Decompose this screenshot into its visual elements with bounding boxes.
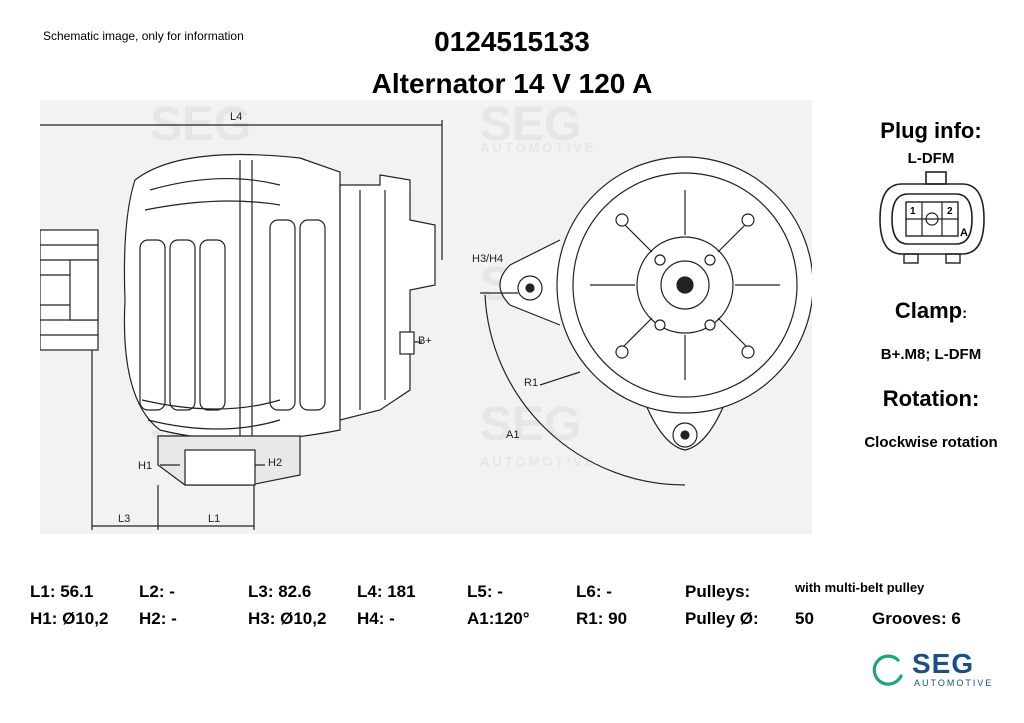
alternator-drawing: SEG SEG SEG SEG SEG AUTOMOTIVE AUTOMOTIV… [40,100,812,534]
logo-subtext: AUTOMOTIVE [914,678,994,688]
logo-text: SEG [912,648,975,679]
disclaimer-note: Schematic image, only for information [43,29,244,43]
label-bplus: B+ [418,335,432,347]
spec-pulleys-value: with multi-belt pulley [795,580,925,595]
label-l3: L3 [118,513,130,525]
spec-l3: L3: 82.6 [248,582,312,601]
label-h2: H2 [268,457,282,469]
svg-text:2: 2 [947,206,953,217]
side-view [40,120,443,530]
label-a1: A1 [506,429,519,441]
spec-pulley-diameter-label: Pulley Ø: [685,609,759,628]
plug-info-heading: Plug info: [880,118,982,143]
clamp-value: B+.M8; L-DFM [880,346,982,363]
label-l1: L1 [208,513,220,525]
label-r1: R1 [524,377,538,389]
rotation-heading: Rotation: [882,386,980,411]
plug-info-value: L-DFM [907,150,955,167]
svg-text:SEG: SEG [480,398,581,451]
spec-a1: A1:120° [467,609,530,628]
spec-l1: L1: 56.1 [30,582,94,601]
clamp-heading: Clamp: [894,298,968,323]
seg-ring-icon [872,654,903,686]
front-view-labels: H3/H4 R1 A1 [472,253,538,441]
svg-text:AUTOMOTIVE: AUTOMOTIVE [480,454,596,469]
label-h1: H1 [138,460,152,472]
rotation-value: Clockwise rotation [864,434,998,451]
svg-text:AUTOMOTIVE: AUTOMOTIVE [480,140,596,155]
spec-h1: H1: Ø10,2 [30,609,109,628]
spec-pulleys-label: Pulleys: [685,582,751,601]
spec-l6: L6: - [576,582,612,601]
svg-text:SEG: SEG [480,100,581,151]
spec-h3: H3: Ø10,2 [248,609,327,628]
seg-automotive-logo: SEG AUTOMOTIVE [870,648,995,690]
spec-h2: H2: - [139,609,177,628]
label-l4: L4 [230,111,242,123]
spec-pulley-diameter-value: 50 [795,609,814,628]
plug-connector-icon: 1 2 A [879,171,985,264]
spec-l4: L4: 181 [357,582,416,601]
product-title: Alternator 14 V 120 A [371,68,653,99]
spec-l5: L5: - [467,582,503,601]
spec-grooves: Grooves: 6 [872,609,961,628]
side-view-labels: L4 B+ H1 H2 L3 L1 [118,111,432,525]
front-view [480,156,812,486]
label-h3h4: H3/H4 [472,253,503,265]
svg-text:1: 1 [910,206,916,217]
spec-h4: H4: - [357,609,395,628]
spec-l2: L2: - [139,582,175,601]
part-number: 0124515133 [434,26,590,57]
svg-text:A: A [960,227,968,239]
spec-r1: R1: 90 [576,609,628,628]
